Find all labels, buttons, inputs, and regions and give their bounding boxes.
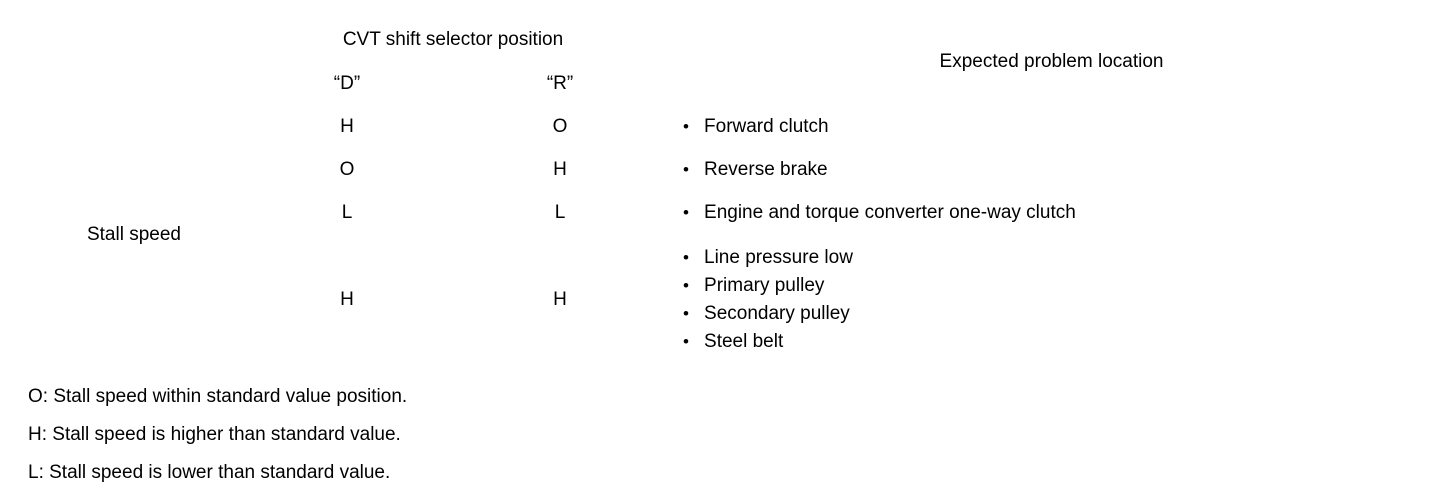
cell-problems-1: • Forward clutch bbox=[666, 105, 1437, 148]
header-row-group: CVT shift selector position Expected pro… bbox=[28, 18, 1437, 72]
cell-r-4: H bbox=[553, 288, 567, 310]
table-row: L L • Engine and torque converter one-wa… bbox=[28, 191, 1437, 234]
footnote-o: O: Stall speed within standard value pos… bbox=[28, 386, 408, 407]
header-expected-problem-location: Expected problem location bbox=[939, 50, 1164, 72]
problem-list-2: • Reverse brake bbox=[666, 156, 1437, 184]
row-label-stall-speed: Stall speed bbox=[86, 224, 181, 246]
header-sub-blank bbox=[28, 62, 240, 105]
cell-problems-2: • Reverse brake bbox=[666, 148, 1437, 191]
problem-list-4: • Line pressure low • Primary pulley • S… bbox=[666, 244, 1437, 356]
table-header: CVT shift selector position Expected pro… bbox=[28, 18, 1437, 105]
list-item-label: Forward clutch bbox=[704, 115, 829, 137]
cell-d-1: H bbox=[340, 115, 354, 137]
stall-speed-diagnosis-table: CVT shift selector position Expected pro… bbox=[28, 18, 1437, 365]
header-selector-r: “R” bbox=[546, 72, 574, 94]
cell-d-2: O bbox=[339, 158, 355, 180]
table-row: H H • Line pressure low • Primary pulley bbox=[28, 234, 1437, 365]
bullet-icon: • bbox=[683, 303, 689, 323]
footnote-l: L: Stall speed is lower than standard va… bbox=[28, 462, 391, 483]
list-item-label: Reverse brake bbox=[704, 158, 828, 180]
problem-list-3: • Engine and torque converter one-way cl… bbox=[666, 199, 1437, 227]
footnote-h: H: Stall speed is higher than standard v… bbox=[28, 424, 401, 445]
bullet-icon: • bbox=[683, 275, 689, 295]
list-item: • Line pressure low bbox=[680, 244, 1437, 272]
header-cvt-shift-selector-position: CVT shift selector position bbox=[342, 29, 564, 51]
cell-problems-4: • Line pressure low • Primary pulley • S… bbox=[666, 234, 1437, 365]
list-item-label: Secondary pulley bbox=[704, 302, 850, 324]
list-item: • Reverse brake bbox=[680, 156, 1437, 184]
cell-r-3: L bbox=[554, 201, 566, 223]
list-item: • Forward clutch bbox=[680, 113, 1437, 141]
list-item-label: Primary pulley bbox=[704, 274, 825, 296]
bullet-icon: • bbox=[683, 202, 689, 222]
cell-problems-3: • Engine and torque converter one-way cl… bbox=[666, 191, 1437, 234]
list-item-label: Steel belt bbox=[704, 330, 784, 352]
bullet-icon: • bbox=[683, 116, 689, 136]
cell-d-4: H bbox=[340, 288, 354, 310]
bullet-icon: • bbox=[683, 159, 689, 179]
cell-r-1: O bbox=[552, 115, 568, 137]
table-row: O H • Reverse brake bbox=[28, 148, 1437, 191]
cell-d-3: L bbox=[341, 201, 353, 223]
list-item: • Secondary pulley bbox=[680, 300, 1437, 328]
legend-footnotes: O: Stall speed within standard value pos… bbox=[28, 378, 407, 492]
list-item: • Steel belt bbox=[680, 328, 1437, 356]
list-item-label: Engine and torque converter one-way clut… bbox=[704, 201, 1076, 223]
bullet-icon: • bbox=[683, 247, 689, 267]
table-row: Stall speed H O • Forward clutch bbox=[28, 105, 1437, 246]
bullet-icon: • bbox=[683, 331, 689, 351]
list-item: • Primary pulley bbox=[680, 272, 1437, 300]
problem-list-1: • Forward clutch bbox=[666, 113, 1437, 141]
header-selector-d: “D” bbox=[333, 72, 361, 94]
table-body: Stall speed H O • Forward clutch O H bbox=[28, 105, 1437, 365]
list-item: • Engine and torque converter one-way cl… bbox=[680, 199, 1437, 227]
list-item-label: Line pressure low bbox=[704, 246, 853, 268]
header-row-sub: “D” “R” bbox=[28, 62, 1437, 105]
cell-r-2: H bbox=[553, 158, 567, 180]
header-corner-blank bbox=[28, 18, 240, 62]
